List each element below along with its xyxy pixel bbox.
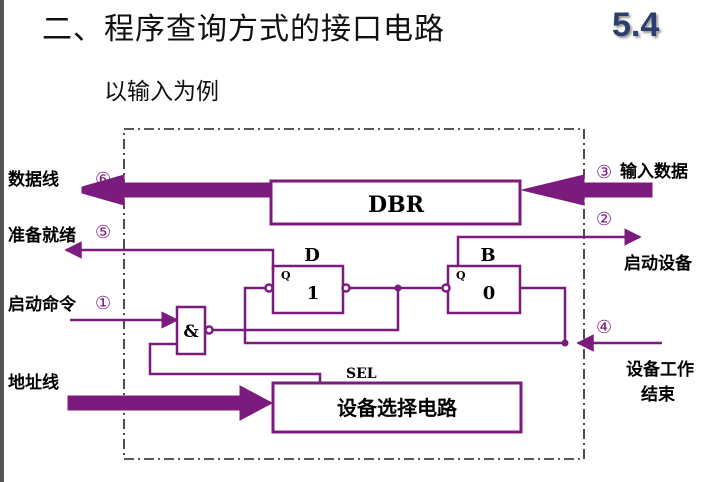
data-line-arrow bbox=[81, 174, 272, 206]
input-data-arrow bbox=[521, 174, 653, 206]
b-flipflop-q: Q bbox=[456, 269, 466, 282]
and-gate-symbol: & bbox=[183, 322, 199, 342]
b-input-bubble bbox=[441, 283, 451, 293]
start-device-number: ② bbox=[596, 209, 612, 230]
and-output-wire bbox=[210, 286, 444, 332]
slide-title: 二、程序查询方式的接口电路 bbox=[42, 12, 445, 47]
sel-wire bbox=[148, 342, 322, 383]
d-reset-bubble bbox=[264, 283, 274, 293]
ready-label: 准备就绪 bbox=[8, 225, 76, 246]
start-device-wire bbox=[456, 228, 642, 266]
device-done-label-2: 结束 bbox=[641, 384, 675, 405]
address-line-arrow bbox=[67, 385, 274, 421]
d-flipflop-q: Q bbox=[281, 269, 291, 282]
start-device-label: 启动设备 bbox=[624, 253, 693, 274]
b-output-wire bbox=[520, 286, 567, 343]
d-flipflop-value: 1 bbox=[307, 283, 320, 304]
interface-boundary bbox=[123, 128, 585, 460]
device-done-label-1: 设备工作 bbox=[626, 359, 694, 380]
d-output-bubble bbox=[341, 283, 351, 293]
ready-number: ⑤ bbox=[95, 222, 111, 243]
data-line-number: ⑥ bbox=[95, 169, 111, 190]
slide-left-border bbox=[0, 0, 4, 482]
sel-label: SEL bbox=[346, 366, 377, 382]
b-flipflop bbox=[446, 264, 522, 315]
input-data-label: 输入数据 bbox=[620, 161, 688, 182]
input-data-number: ③ bbox=[596, 162, 612, 183]
dbr-label: DBR bbox=[368, 192, 425, 218]
dbr-register bbox=[269, 179, 522, 226]
device-select-circuit bbox=[271, 381, 523, 434]
and-output-bubble bbox=[204, 325, 214, 335]
address-line-label: 地址线 bbox=[8, 372, 59, 393]
start-command-label: 启动命令 bbox=[8, 294, 77, 315]
junction-dot-2 bbox=[561, 339, 569, 347]
d-flipflop-name: D bbox=[304, 245, 320, 266]
slide-subtitle: 以输入为例 bbox=[104, 79, 219, 105]
device-select-label: 设备选择电路 bbox=[337, 396, 458, 420]
b-flipflop-value: 0 bbox=[483, 283, 496, 304]
start-command-number: ① bbox=[95, 293, 111, 314]
data-line-label: 数据线 bbox=[8, 169, 59, 190]
d-reset-wire bbox=[243, 286, 565, 345]
device-done-number: ④ bbox=[596, 317, 612, 338]
section-number: 5.4 bbox=[612, 6, 660, 44]
junction-dot-1 bbox=[394, 284, 402, 292]
b-flipflop-name: B bbox=[480, 245, 495, 266]
ready-wire bbox=[64, 241, 275, 271]
